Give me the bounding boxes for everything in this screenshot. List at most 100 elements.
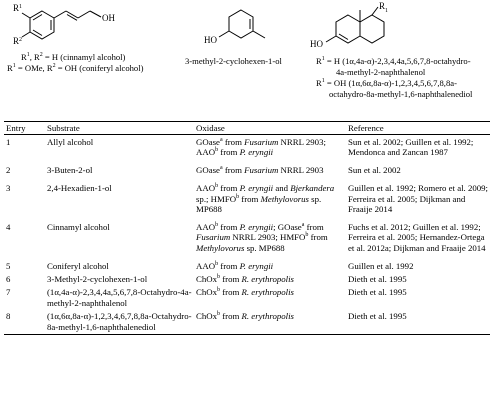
oxidase-segment: ; GOase <box>273 221 302 232</box>
oxidase-segment: P. eryngii <box>239 183 274 194</box>
cell-oxidase: AAOb from P. eryngii <box>194 259 346 272</box>
oxidase-segment: ChOx <box>196 311 218 322</box>
oxidase-segment: sp. MP688 <box>244 242 285 253</box>
oxidase-segment: P. eryngii <box>239 221 274 232</box>
oxidase-segment: b <box>305 232 309 239</box>
cell-oxidase: GOasea from Fusarium NRRL 2903 <box>194 164 346 182</box>
svg-text:R2: R2 <box>13 36 22 46</box>
r-sub-label: R <box>379 1 385 11</box>
structure-drawings: R1 R2 OH HO HO R1 <box>13 1 388 49</box>
oxidase-segment: from <box>222 165 245 176</box>
header-oxidase: Oxidase <box>194 120 346 136</box>
octahydronaphthalene-structure <box>325 6 385 44</box>
oxidase-segment: b <box>215 183 219 190</box>
oxidase-segment: b <box>215 221 219 228</box>
cell-substrate: (1α,6α,8a-α)-1,2,3,4,6,7,8,8a-Octahydro-… <box>45 309 194 335</box>
cell-oxidase: GOasea from Fusarium NRRL 2903; AAOb fro… <box>194 135 346 164</box>
cell-reference: Dieth et al. 1995 <box>348 287 407 298</box>
cell-entry: 8 <box>4 309 45 335</box>
cell-substrate: Coniferyl alcohol <box>47 260 109 271</box>
svg-text:R1: R1 <box>379 1 388 14</box>
table-row: 1 Allyl alcohol GOasea from Fusarium NRRL … <box>4 135 490 164</box>
cell-entry: 4 <box>6 221 11 232</box>
table-row: 8(1α,6α,8a-α)-1,2,3,4,6,7,8,8a-Octahydro… <box>4 309 490 335</box>
oxidase-segment: b <box>236 193 240 200</box>
oxidase-segment: a <box>301 221 305 228</box>
cell-substrate: Cinnamyl alcohol <box>47 221 110 232</box>
oh-label-1: OH <box>102 13 115 23</box>
cell-oxidase: AAOb from P. eryngii; GOasea from Fusari… <box>194 220 346 259</box>
oxidase-segment: from <box>304 221 324 232</box>
oxidase-segment: b <box>217 274 221 281</box>
oxidase-segment: R. erythropolis <box>241 311 294 322</box>
r2-label: R <box>13 36 19 46</box>
oxidase-segment: b <box>215 260 219 267</box>
oxidase-segment: GOase <box>196 136 220 147</box>
oxidase-segment: AAO <box>196 183 216 194</box>
oxidase-segment: and <box>273 183 291 194</box>
oxidase-segment: AAO <box>196 260 216 271</box>
oxidase-segment: NRRL 2903 <box>278 165 324 176</box>
oxidase-segment: from <box>220 287 242 298</box>
cell-reference: Guillen et al. 1992; Romero et al. 2009;… <box>348 183 488 214</box>
cell-entry: 5 <box>6 260 11 271</box>
cell-entry: 1 <box>6 136 11 147</box>
cinnamyl-structure <box>21 10 102 40</box>
naphthalenol-caption-line1: R1 = H (1α,4a-α)-2,3,4,4a,5,6,7,8-octahy… <box>316 56 471 66</box>
oxidase-segment: from <box>220 273 242 284</box>
ho-label-2: HO <box>204 35 217 45</box>
cell-substrate: 3-Buten-2-ol <box>47 165 93 176</box>
cell-reference: Fuchs et al. 2012; Guillen et al. 1992; … <box>348 221 486 253</box>
oxidase-segment: Fusarium <box>244 165 279 176</box>
oxidase-segment: Methylovorus <box>196 242 245 253</box>
cyclohexenol-caption: 3-methyl-2-cyclohexen-1-ol <box>185 56 282 66</box>
cell-oxidase: ChOxb from R. erythropolis <box>194 309 346 335</box>
oxidase-segment: AAO <box>196 221 216 232</box>
naphthalenediol-caption-line3: R1 = OH (1α,6α,8a-α)-1,2,3,4,5,6,7,8,8a- <box>316 78 457 88</box>
oxidase-segment: R. erythropolis <box>241 273 294 284</box>
header-substrate: Substrate <box>45 120 194 136</box>
cell-oxidase: ChOxb from R. erythropolis <box>194 272 346 285</box>
oxidase-segment: from <box>218 260 240 271</box>
cell-entry: 3 <box>6 183 11 194</box>
oxidase-segment: GOase <box>196 165 220 176</box>
oxidase-segment: from <box>239 193 261 204</box>
coniferyl-caption-line2: R1 = OMe, R2 = OH (coniferyl alcohol) <box>7 63 144 73</box>
chemical-structures: R1 R2 OH HO HO R1 R1, R2 = H (cinnamyl a… <box>0 0 493 118</box>
oxidase-segment: ChOx <box>196 273 218 284</box>
table-header-row: Entry Substrate Oxidase Reference <box>4 120 490 136</box>
header-entry: Entry <box>4 120 45 136</box>
oxidase-segment: P. eryngii <box>239 147 274 158</box>
oxidase-segment: a <box>219 165 223 172</box>
oxidase-segment: Methylovorus <box>260 193 309 204</box>
oxidase-segment: from <box>218 221 240 232</box>
oxidase-segment: b <box>217 287 221 294</box>
oxidase-segment: from <box>218 183 240 194</box>
cell-entry: 2 <box>6 165 11 176</box>
oxidase-segment: Bjerkandera <box>290 183 335 194</box>
r1-label: R <box>13 3 19 13</box>
cell-oxidase: ChOxb from R. erythropolis <box>194 286 346 310</box>
cell-oxidase: AAOb from P. eryngii and Bjerkandera sp.… <box>194 182 346 221</box>
oxidase-segment: from <box>218 147 240 158</box>
r-sub-index: 1 <box>385 8 388 14</box>
oxidase-segment: Fusarium <box>196 232 231 243</box>
oxidase-segment: b <box>217 311 221 318</box>
r2-sup: 2 <box>19 37 22 43</box>
cell-substrate: 3-Methyl-2-cyclohexen-1-ol <box>47 273 148 284</box>
header-reference: Reference <box>346 120 490 136</box>
substrate-table: Entry Substrate Oxidase Reference 1 Allyl… <box>4 120 490 335</box>
cyclohexenol-structure <box>218 9 266 39</box>
svg-text:R1: R1 <box>13 3 22 13</box>
cell-substrate: Allyl alcohol <box>47 136 94 147</box>
oxidase-segment: from <box>220 311 242 322</box>
oxidase-segment: R. erythropolis <box>241 287 294 298</box>
oxidase-segment: sp. MP688 <box>196 193 322 214</box>
oxidase-segment: NRRL 2903; HMFO <box>230 232 306 243</box>
oxidase-segment: Fusarium <box>244 136 279 147</box>
